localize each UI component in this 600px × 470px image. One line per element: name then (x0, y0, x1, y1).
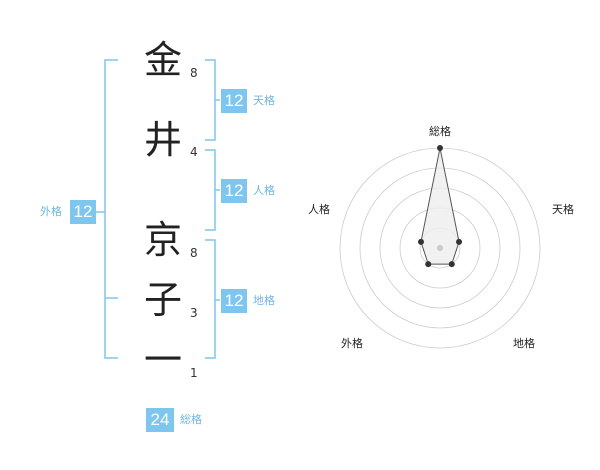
radar-label-jinkaku: 人格 (308, 203, 330, 216)
radar-point-3 (425, 261, 432, 268)
radar-point-0 (437, 145, 443, 151)
chikaku-badge: 12 (221, 289, 247, 313)
gaikaku-bracket (104, 59, 118, 359)
gaikaku-badge: 12 (70, 200, 96, 224)
name-char-1: 金 (143, 38, 182, 82)
radar-label-gaikaku: 外格 (341, 337, 363, 350)
name-char-2: 井 (143, 118, 182, 162)
stroke-count-5: 1 (190, 366, 198, 380)
radar-point-4 (417, 238, 424, 245)
stroke-count-2: 4 (190, 145, 198, 159)
name-char-4: 子 (143, 278, 182, 322)
stroke-count-3: 8 (190, 246, 198, 260)
tenkaku-label: 天格 (253, 94, 275, 107)
radar-label-tenkaku: 天格 (552, 203, 574, 216)
soukaku-label: 総格 (180, 413, 202, 426)
chikaku-label: 地格 (253, 294, 275, 307)
stroke-count-1: 8 (190, 66, 198, 80)
jinkaku-badge: 12 (221, 179, 247, 203)
gaikaku-label: 外格 (40, 205, 62, 218)
radar-center-point (437, 245, 443, 251)
jinkaku-label: 人格 (253, 184, 275, 197)
chikaku-bracket (205, 239, 216, 359)
stroke-count-4: 3 (190, 306, 198, 320)
radar-point-1 (456, 238, 463, 245)
radar-label-soukaku: 総格 (429, 125, 451, 138)
name-char-5: 一 (143, 338, 182, 382)
radar-series-polygon (420, 147, 460, 265)
radar-point-2 (448, 261, 455, 268)
radar-label-chikaku: 地格 (513, 337, 535, 350)
name-char-3: 京 (143, 218, 182, 262)
soukaku-badge: 24 (146, 408, 174, 432)
tenkaku-badge: 12 (221, 89, 247, 113)
